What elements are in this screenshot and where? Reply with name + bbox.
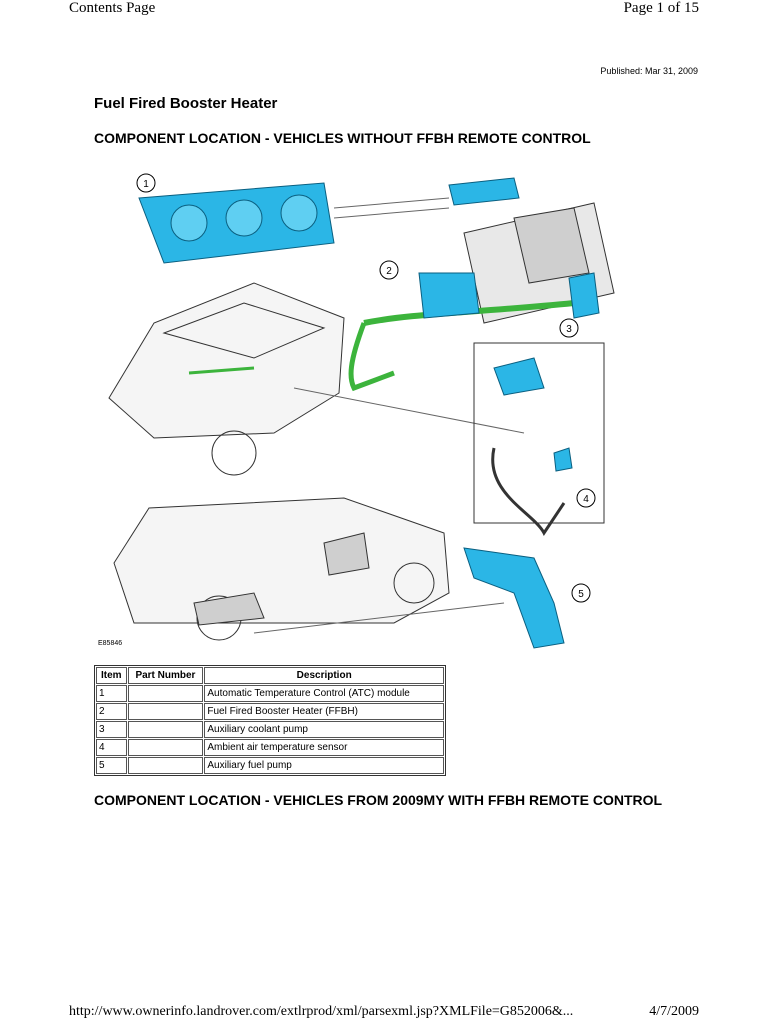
vehicle-front-illustration [108,282,345,476]
section-heading-1: COMPONENT LOCATION - VEHICLES WITHOUT FF… [94,130,591,146]
callout-1 [136,173,156,193]
table-row: 3 Auxiliary coolant pump [96,721,444,738]
table-row: 4 Ambient air temperature sensor [96,739,444,756]
cell-item: 2 [96,703,127,720]
cell-part-number [127,703,204,720]
col-description: Description [204,667,444,684]
component-location-illustration: 1 2 3 4 5 [108,173,615,649]
svg-text:3: 3 [566,324,572,335]
svg-text:4: 4 [583,494,589,505]
page-title: Fuel Fired Booster Heater [94,95,278,112]
cell-part-number [127,739,204,756]
page-number: Page 1 of 15 [623,0,699,16]
callout-3 [559,318,579,338]
col-item: Item [96,667,127,684]
cell-part-number [127,685,204,702]
cell-description: Ambient air temperature sensor [204,739,444,756]
footer-url[interactable]: http://www.ownerinfo.landrover.com/extlr… [69,1004,574,1019]
cell-item: 4 [96,739,127,756]
cell-description: Automatic Temperature Control (ATC) modu… [204,685,444,702]
cell-item: 3 [96,721,127,738]
footer-date: 4/7/2009 [649,1004,699,1019]
callout-2 [379,260,399,280]
cell-description: Auxiliary coolant pump [204,721,444,738]
cell-description: Fuel Fired Booster Heater (FFBH) [204,703,444,720]
table-row: 5 Auxiliary fuel pump [96,757,444,774]
cell-item: 5 [96,757,127,774]
cell-description: Auxiliary fuel pump [204,757,444,774]
col-part-number: Part Number [127,667,204,684]
svg-text:2: 2 [386,266,392,277]
svg-text:5: 5 [578,589,584,600]
vehicle-rear-illustration [113,497,450,641]
section-heading-2: COMPONENT LOCATION - VEHICLES FROM 2009M… [94,792,663,808]
atc-module-illustration [138,182,335,264]
cell-part-number [127,721,204,738]
svg-text:1: 1 [143,179,149,190]
header-title: Contents Page [69,0,156,16]
callout-5 [571,583,591,603]
table-row: 2 Fuel Fired Booster Heater (FFBH) [96,703,444,720]
parts-table: Item Part Number Description 1 Automatic… [94,665,446,776]
callout-4 [576,488,596,508]
published-date: Published: Mar 31, 2009 [600,66,698,76]
cell-part-number [127,757,204,774]
table-row: 1 Automatic Temperature Control (ATC) mo… [96,685,444,702]
cell-item: 1 [96,685,127,702]
figure-code: E85846 [98,640,123,647]
